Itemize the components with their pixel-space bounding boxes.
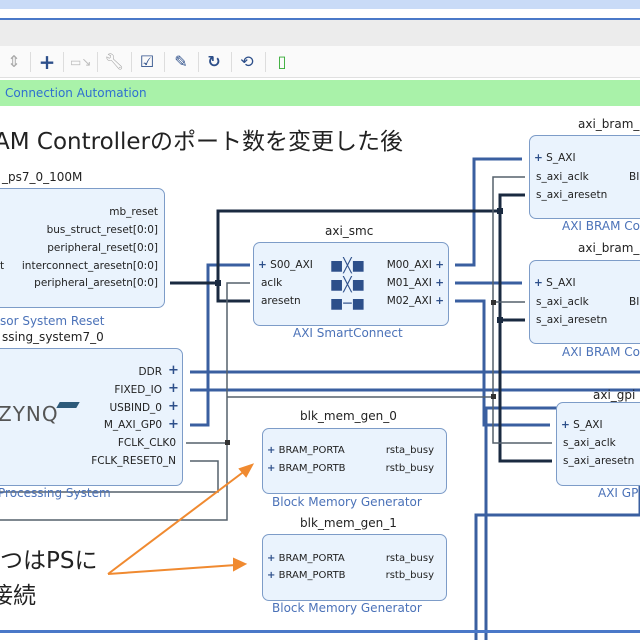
zynq-logo-mark <box>56 402 80 408</box>
port-bram-portb[interactable]: + BRAM_PORTB <box>267 570 346 581</box>
port-rstb-busy[interactable]: rstb_busy <box>385 570 434 581</box>
port-s-axi-aresetn[interactable]: s_axi_aresetn <box>563 455 635 467</box>
port-bram-porta[interactable]: + BRAM_PORTA <box>267 553 345 564</box>
block-name: blk_mem_gen_1 <box>300 516 397 530</box>
port-s-axi[interactable]: + S_AXI <box>561 419 603 431</box>
block-name: axi_smc <box>325 224 374 238</box>
port-m01-axi[interactable]: M01_AXI + <box>386 277 444 289</box>
run-connection-automation-link[interactable]: Connection Automation <box>5 86 147 100</box>
window-title-bar <box>0 0 640 9</box>
block-name: _ps7_0_100M <box>2 170 83 184</box>
block-type: AXI BRAM Co <box>562 345 640 359</box>
port-interconnect-aresetn[interactable]: interconnect_aresetn[0:0] <box>21 260 158 272</box>
port-s-axi-aresetn[interactable]: s_axi_aresetn <box>536 314 608 326</box>
wrench-icon[interactable]: 🔧︎ <box>104 52 125 71</box>
block-type: AXI BRAM Co <box>562 219 640 233</box>
connection-automation-banner: Connection Automation <box>0 80 640 106</box>
port-s-axi[interactable]: + S_AXI <box>534 152 576 164</box>
port-fixed-io[interactable]: FIXED_IO <box>114 384 162 396</box>
port-s-axi-aclk[interactable]: s_axi_aclk <box>563 437 616 449</box>
block-name: ssing_system7_0 <box>2 330 104 344</box>
blk-mem-gen-1-block[interactable] <box>262 534 447 601</box>
wire-m02 <box>455 299 550 427</box>
annotation-arrow-1 <box>107 469 247 575</box>
port-s-axi-aresetn[interactable]: s_axi_aresetn <box>536 189 608 201</box>
port-rsta-busy[interactable]: rsta_busy <box>385 553 434 564</box>
processing-system-block[interactable] <box>0 348 183 486</box>
block-type: AXI SmartConnect <box>293 326 403 340</box>
smartconnect-icon: ■╳■■╳■■─■ <box>330 258 365 312</box>
port-aresetn[interactable]: aresetn <box>261 295 301 307</box>
port-peripheral-aresetn[interactable]: peripheral_aresetn[0:0] <box>34 277 158 289</box>
divider <box>0 630 640 633</box>
block-name: axi_bram_ <box>578 117 640 131</box>
port-bram-portb[interactable]: + BRAM_PORTB <box>267 463 346 474</box>
port-fclk-reset0-n[interactable]: FCLK_RESET0_N <box>91 455 176 467</box>
block-type: Processing System <box>0 486 111 500</box>
wire-fclk-clk0 <box>186 282 250 444</box>
axi-gpio-block[interactable] <box>556 402 640 486</box>
validate-icon[interactable]: ☑ <box>139 52 155 71</box>
cut-icon[interactable]: ▭↘ <box>70 55 92 69</box>
wire-aclk-gpio <box>492 397 552 444</box>
tab-strip <box>0 20 640 46</box>
block-type: AXI GP <box>598 486 639 500</box>
port-ddr[interactable]: DDR <box>138 366 162 378</box>
block-type: Block Memory Generator <box>272 601 422 615</box>
block-name: axi_bram_ <box>578 241 640 255</box>
annotation-note-line2: 接続 <box>0 583 36 609</box>
axi-smartconnect-block[interactable] <box>253 242 449 326</box>
port-bram[interactable]: BI <box>629 296 640 308</box>
port-s-axi-aclk[interactable]: s_axi_aclk <box>536 171 589 183</box>
port-peripheral-reset[interactable]: peripheral_reset[0:0] <box>47 242 158 254</box>
port-s-axi[interactable]: + S_AXI <box>534 277 576 289</box>
port-rsta-busy[interactable]: rsta_busy <box>385 445 434 456</box>
wire-aresetn-bus <box>498 211 552 463</box>
ip-icon[interactable]: ▯ <box>277 52 287 71</box>
port-mb-reset[interactable]: mb_reset <box>109 206 158 218</box>
pin-icon[interactable]: ✎ <box>174 52 188 71</box>
axi-bram-ctrl-0-block[interactable] <box>529 135 640 219</box>
port-m00-axi[interactable]: M00_AXI + <box>386 259 444 271</box>
port-m-axi-gp0[interactable]: M_AXI_GP0 <box>103 419 162 431</box>
wire-fclk-reset <box>0 460 219 493</box>
port-aclk[interactable]: aclk <box>261 277 283 289</box>
blk-mem-gen-0-block[interactable] <box>262 428 447 494</box>
wire-aresetn-smc <box>216 283 250 303</box>
block-type: sor System Reset <box>0 314 105 328</box>
wire-fclk-clk0-2 <box>227 176 525 398</box>
refresh-icon[interactable]: ↻ <box>207 52 221 71</box>
port-fclk-clk0[interactable]: FCLK_CLK0 <box>117 437 176 449</box>
port-s00-axi[interactable]: + S00_AXI <box>258 259 313 271</box>
wire-bram-ports-2 <box>474 408 640 640</box>
annotation-heading: AM Controllerのポート数を変更した後 <box>0 129 404 155</box>
port-bram-porta[interactable]: + BRAM_PORTA <box>267 445 345 456</box>
wire-m-axi-gp0 <box>190 263 250 427</box>
updown-icon[interactable]: ⇕ <box>7 52 21 71</box>
port-ext-reset[interactable]: t <box>0 260 5 272</box>
port-m02-axi[interactable]: M02_AXI + <box>386 295 444 307</box>
add-ip-icon[interactable]: + <box>38 50 56 74</box>
port-s-axi-aclk[interactable]: s_axi_aclk <box>536 296 589 308</box>
port-usbind[interactable]: USBIND_0 <box>109 402 162 414</box>
regenerate-icon[interactable]: ⟲ <box>240 52 254 71</box>
wire-peripheral-aresetn <box>170 193 525 285</box>
block-type: Block Memory Generator <box>272 495 422 509</box>
diagram-toolbar <box>0 46 640 78</box>
wire-fclk-loop <box>0 443 228 521</box>
port-bram[interactable]: BI <box>629 171 640 183</box>
port-rstb-busy[interactable]: rstb_busy <box>385 463 434 474</box>
proc-sys-reset-block[interactable] <box>0 188 165 308</box>
block-name: axi_gpi <box>593 388 636 402</box>
zynq-logo: ZYNQ <box>0 402 59 426</box>
axi-bram-ctrl-1-block[interactable] <box>529 260 640 344</box>
expand-port-icons: ++++ <box>168 363 179 432</box>
divider <box>0 18 640 20</box>
annotation-arrow-2 <box>107 564 237 575</box>
annotation-note-line1: つはPSに <box>0 548 98 574</box>
port-bus-struct-reset[interactable]: bus_struct_reset[0:0] <box>46 224 158 236</box>
block-name: blk_mem_gen_0 <box>300 409 397 423</box>
